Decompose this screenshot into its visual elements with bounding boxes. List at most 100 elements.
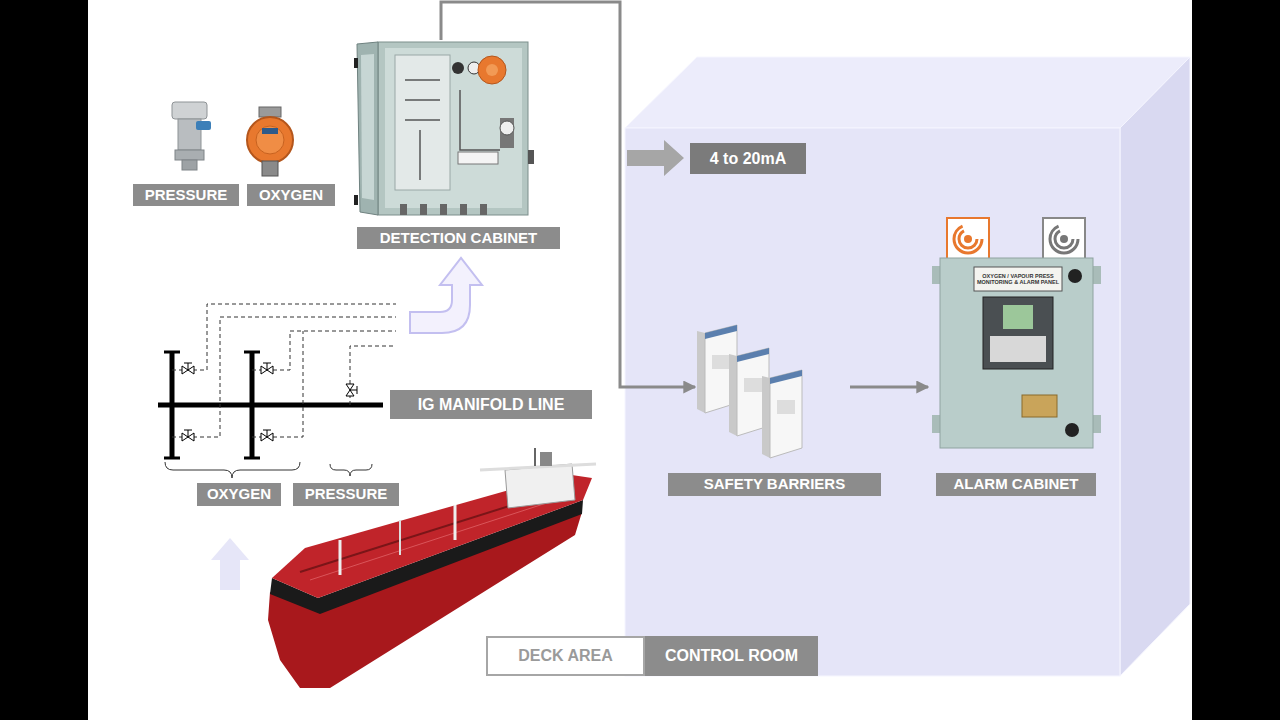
safety-barrier-module-part [770, 370, 802, 384]
oxygen-sensor-part [247, 117, 293, 163]
tanker-ship-part [534, 448, 536, 466]
detection-cabinet-drawing-part [486, 64, 498, 76]
alarm-cabinet-drawing-part [1065, 423, 1079, 437]
pressure-sensor [172, 102, 211, 170]
safety-barrier-module-part [762, 376, 770, 458]
up-arrow [211, 538, 249, 590]
detection-cabinet-drawing [354, 42, 534, 215]
signal-arrow-part [627, 140, 684, 176]
alarm-cabinet-drawing-part [947, 218, 989, 260]
detection-cabinet-drawing-part [361, 54, 374, 200]
manifold-schematic-part [250, 352, 255, 458]
barrier-box: SAFETY BARRIERS [695, 318, 850, 496]
brace [165, 462, 372, 478]
brace-part [330, 464, 372, 476]
side-bar-part [1192, 0, 1280, 720]
detection-cabinet-drawing-part [400, 204, 407, 215]
tanker-ship-part [339, 540, 342, 575]
detection-cabinet-drawing-part [460, 204, 467, 215]
oxygen-sensor-part [256, 126, 284, 154]
alarm-cabinet-drawing [932, 218, 1101, 448]
plate-text: OXYGEN / VAPOUR PRESS MONITORING & ALARM… [974, 267, 1062, 291]
node-label: CONTROL ROOM [645, 636, 818, 676]
oxygen-sensor [247, 107, 293, 176]
tanker-ship-part [310, 497, 565, 580]
group-label: OXYGEN [197, 483, 281, 506]
group-label: PRESSURE [293, 483, 399, 506]
manifold-schematic [158, 304, 396, 458]
node-label: DETECTION CABINET [357, 227, 560, 249]
sensor-box: PRESSURE [133, 98, 239, 206]
node-label: OXYGEN [247, 184, 335, 206]
alarm-cabinet-drawing-part [974, 267, 1062, 291]
alarm-cabinet-drawing-part [940, 258, 1093, 448]
alarm-cabinet-drawing-part [1043, 218, 1085, 260]
tanker-ship-part [505, 464, 575, 508]
node-label: ALARM CABINET [936, 473, 1096, 496]
safety-barrier-module-part [737, 348, 769, 362]
control-room-box-part [1120, 57, 1190, 676]
safety-barrier-module [697, 325, 802, 458]
detection-cabinet-drawing-part [500, 118, 514, 148]
cabinet-box: ALARM CABINET [928, 215, 1100, 496]
area-label: DECK AREA [486, 636, 645, 676]
manifold-schematic-part [184, 363, 357, 437]
safety-barrier-module-part [697, 331, 705, 413]
signal-arrow [627, 140, 684, 176]
alarm-cabinet-drawing-part [1022, 395, 1057, 417]
detection-cabinet-drawing-part [357, 42, 378, 215]
signal-label: 4 to 20mA [690, 143, 806, 174]
pressure-sensor-part [175, 150, 204, 160]
tanker-ship-part [480, 464, 596, 470]
manifold-schematic-part [170, 352, 175, 458]
cabinet-box: DETECTION CABINET [355, 40, 560, 249]
alarm-cabinet-drawing-part [1003, 305, 1033, 329]
alarm-cabinet-drawing-part [1068, 269, 1082, 283]
curved-arrow [410, 258, 482, 333]
alarm-cabinet-drawing-part [959, 230, 977, 248]
safety-barrier-module-part [705, 325, 737, 339]
alarm-cabinet-drawing-part [983, 297, 1053, 369]
pressure-sensor-part [172, 102, 207, 119]
detection-cabinet-drawing-part [385, 48, 522, 208]
tanker-ship-part [454, 505, 457, 540]
detection-cabinet-drawing-part [480, 204, 487, 215]
tanker-ship-part [540, 452, 552, 466]
detection-cabinet-drawing-part [440, 204, 447, 215]
up-arrow-part [211, 538, 249, 590]
detection-cabinet-drawing-part [500, 121, 514, 135]
alarm-cabinet-drawing-part [964, 235, 972, 243]
safety-barrier-module-part [744, 378, 762, 392]
side-bar-part [0, 0, 88, 720]
detection-cabinet-drawing-part [354, 195, 358, 205]
line-label: IG MANIFOLD LINE [390, 390, 592, 419]
brace-part [165, 462, 300, 478]
oxygen-sensor-part [262, 161, 278, 176]
detection-cabinet-drawing-part [354, 58, 358, 68]
control-room-box-part [625, 128, 1120, 676]
node-label: PRESSURE [133, 184, 239, 206]
node-label: SAFETY BARRIERS [668, 473, 881, 496]
detection-cabinet-drawing-part [405, 80, 500, 180]
safety-barrier-module-part [712, 355, 730, 369]
signal-wire [441, 2, 695, 387]
detection-cabinet-drawing-part [478, 56, 506, 84]
manifold-schematic-part [158, 403, 383, 408]
safety-barrier-module-part [729, 354, 737, 436]
alarm-cabinet-drawing-part [990, 336, 1046, 362]
room-region: CONTROL ROOM SAFETY BARRIERS ALARM CABINET [625, 128, 1120, 676]
oxygen-sensor-part [259, 107, 281, 117]
oxygen-sensor-part [262, 128, 278, 134]
detection-cabinet-drawing-part [528, 150, 534, 164]
pressure-sensor-part [196, 121, 211, 130]
curved-arrow-part [410, 258, 482, 333]
detection-cabinet-drawing-part [395, 55, 450, 190]
detection-cabinet-drawing-part [458, 152, 498, 164]
control-room-box-part [625, 57, 1190, 128]
